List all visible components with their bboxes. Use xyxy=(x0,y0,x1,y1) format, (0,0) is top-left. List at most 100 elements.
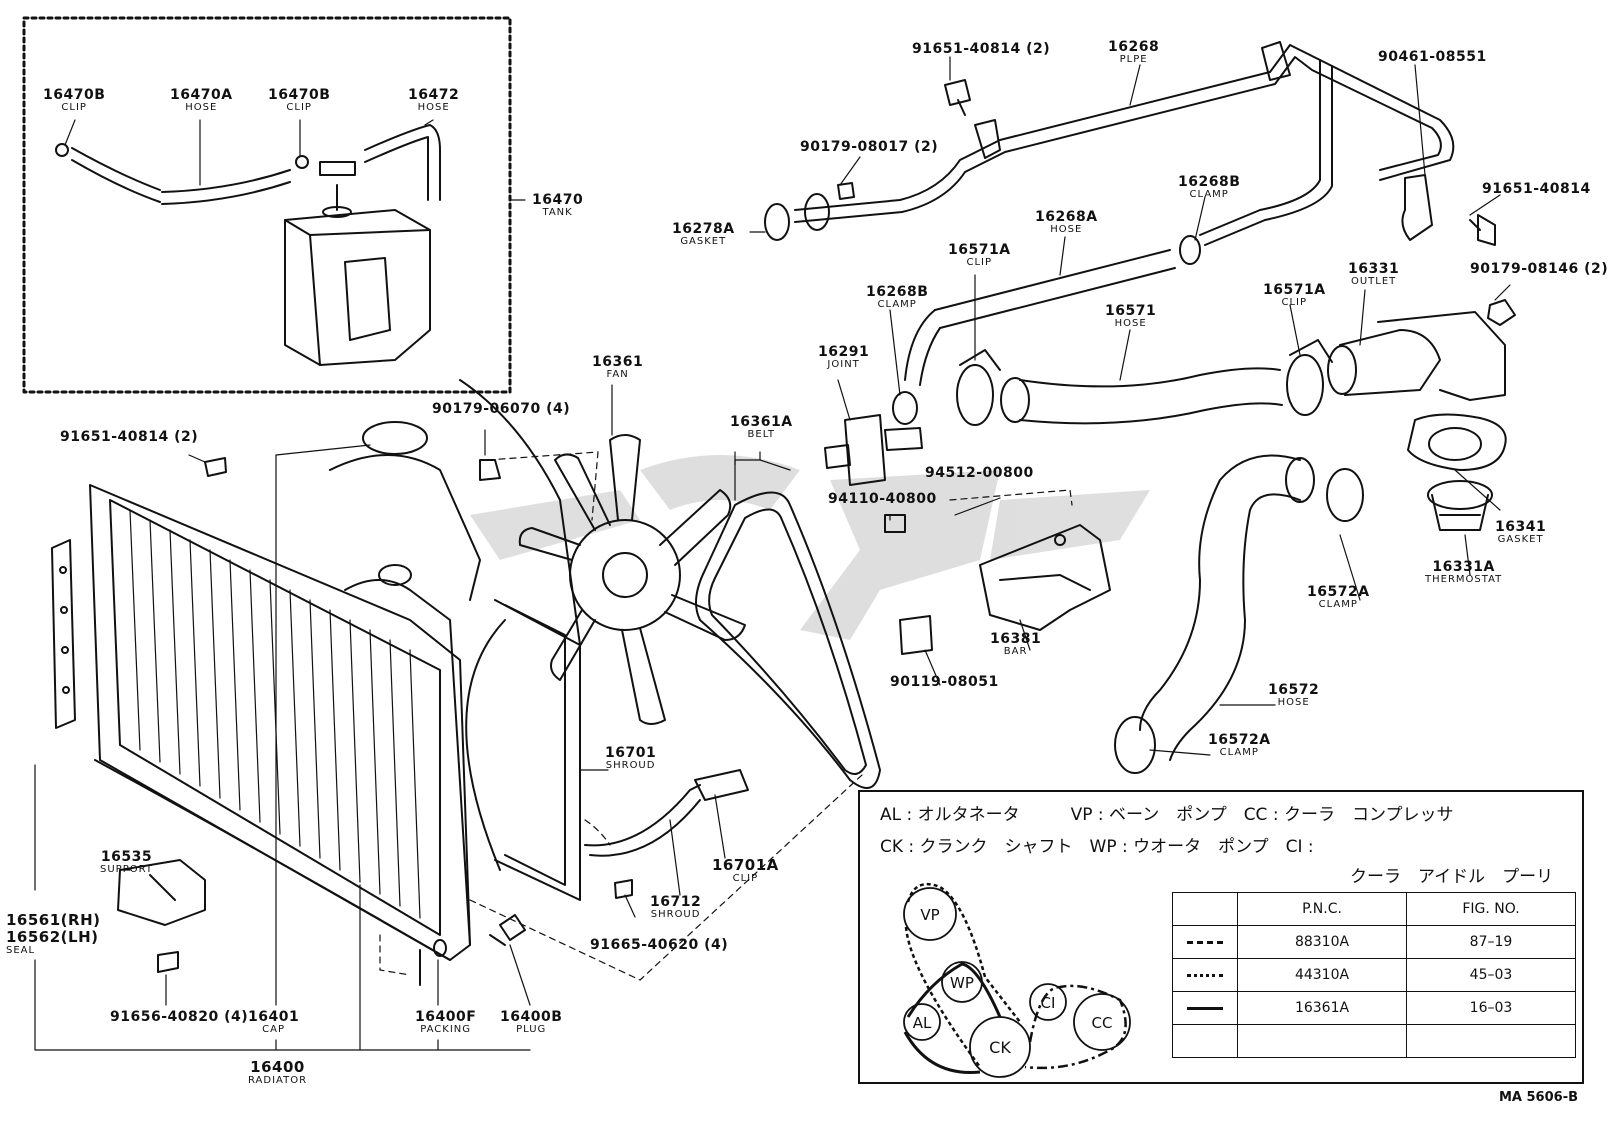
drain-plug xyxy=(419,914,526,986)
pnc-cell: 88310A xyxy=(1237,925,1407,959)
fan-shroud xyxy=(459,379,581,901)
pulley-ci-label: CI xyxy=(1041,994,1056,1012)
label-94110-40800: 94110-40800 xyxy=(828,491,937,507)
label-90119-08051: 90119-08051 xyxy=(890,674,999,690)
drive-belt xyxy=(695,491,881,789)
line-style-swatch xyxy=(1172,991,1238,1025)
label-91656-40820: 91656-40820 (4) xyxy=(110,1009,249,1025)
table-row: 44310A 45–03 xyxy=(1172,958,1576,992)
line-style-swatch xyxy=(1172,958,1238,992)
pulley-wp-label: WP xyxy=(950,974,974,992)
leader-lines xyxy=(34,56,1511,1051)
pulley-ci xyxy=(1029,983,1067,1021)
line-style-swatch xyxy=(1172,1024,1238,1058)
joint-16291 xyxy=(824,414,923,486)
lower-shroud xyxy=(584,769,749,857)
label-94512-00800: 94512-00800 xyxy=(925,465,1034,481)
label-16561: 16561(RH) xyxy=(6,911,101,929)
pnc-cell: 16361A xyxy=(1237,991,1407,1025)
pulley-diagram: VP WP AL CK CI CC xyxy=(903,882,1131,1078)
reserve-tank xyxy=(284,161,431,366)
guide-lines xyxy=(379,451,1073,981)
hose-clips xyxy=(892,235,1333,426)
fig-cell: 87–19 xyxy=(1406,925,1576,959)
pnc-cell xyxy=(1237,1024,1407,1058)
pnc-table: P.N.C. FIG. NO. 88310A 87–19 44310A 45–0… xyxy=(1172,892,1576,1058)
pulley-vp-label: VP xyxy=(920,906,939,924)
pulley-cc xyxy=(1073,993,1131,1051)
tank-group-box xyxy=(22,16,512,394)
label-91651-40814-2-left: 91651-40814 (2) xyxy=(60,429,199,445)
line-style-swatch xyxy=(1172,925,1238,959)
legend-line-2: CK : クランク シャフト WP : ウオータ ポンプ CI : xyxy=(880,837,1314,857)
table-header-fig: FIG. NO. xyxy=(1406,892,1576,926)
bar-16381 xyxy=(979,524,1111,631)
label-90179-06070: 90179-06070 (4) xyxy=(432,401,571,417)
metal-pipe-16268 xyxy=(764,41,1455,246)
thermostat-group xyxy=(1407,413,1507,531)
support-16535 xyxy=(117,859,206,926)
label-16562: 16562(LH)SEAL xyxy=(6,928,99,956)
label-90179-08017: 90179-08017 (2) xyxy=(800,139,939,155)
table-row: 88310A 87–19 xyxy=(1172,925,1576,959)
rubber-hoses xyxy=(904,249,1506,425)
legend-line-1: AL : オルタネータ VP : ベーン ポンプ CC : クーラ コンプレッサ xyxy=(880,805,1454,825)
table-header-style xyxy=(1172,892,1238,926)
table-row: 16361A 16–03 xyxy=(1172,991,1576,1025)
fig-cell xyxy=(1406,1024,1576,1058)
watermark-logo xyxy=(470,455,1150,640)
fig-cell: 45–03 xyxy=(1406,958,1576,992)
table-header-row: P.N.C. FIG. NO. xyxy=(1172,892,1576,926)
label-90179-08146: 90179-08146 (2) xyxy=(1470,261,1608,277)
seal-strip xyxy=(51,539,76,729)
radiator-assembly xyxy=(89,421,481,961)
legend-panel: AL : オルタネータ VP : ベーン ポンプ CC : クーラ コンプレッサ… xyxy=(858,790,1584,1084)
tank-hoses xyxy=(55,124,441,205)
pulley-vp xyxy=(903,887,957,941)
pulley-al-label: AL xyxy=(913,1014,932,1032)
fig-cell: 16–03 xyxy=(1406,991,1576,1025)
pulley-al xyxy=(903,1003,941,1041)
label-90461-08551: 90461-08551 xyxy=(1378,49,1487,65)
label-91651-40814-right: 91651-40814 xyxy=(1482,181,1591,197)
pulley-ck-label: CK xyxy=(989,1038,1011,1057)
label-91651-40814-2-top: 91651-40814 (2) xyxy=(912,41,1051,57)
table-header-pnc: P.N.C. xyxy=(1237,892,1407,926)
pnc-cell: 44310A xyxy=(1237,958,1407,992)
table-row xyxy=(1172,1024,1576,1058)
legend-line-3: クーラ アイドル プーリ xyxy=(1350,867,1554,887)
lower-hose-16572 xyxy=(1114,454,1364,774)
pulley-cc-label: CC xyxy=(1092,1014,1113,1032)
